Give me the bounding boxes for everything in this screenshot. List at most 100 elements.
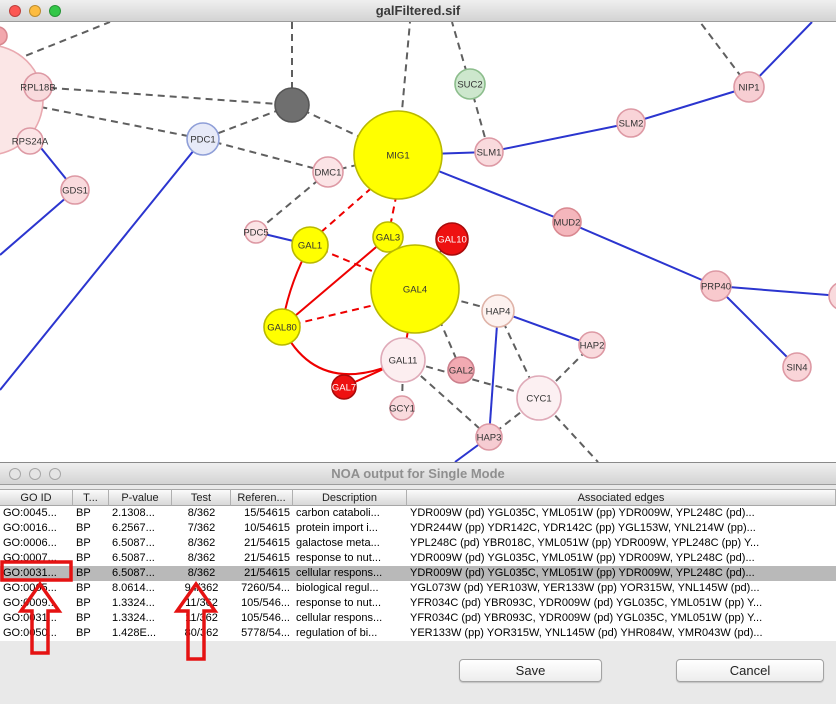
network-node-pdc1[interactable] <box>186 122 220 156</box>
network-edge[interactable] <box>715 285 836 297</box>
noa-titlebar[interactable]: NOA output for Single Mode <box>0 463 836 485</box>
minimize-button[interactable] <box>29 5 41 17</box>
node-left-top[interactable] <box>0 26 8 46</box>
network-edge[interactable] <box>14 22 111 61</box>
column-header-p-value[interactable]: P-value <box>109 489 172 506</box>
network-edge[interactable] <box>715 285 798 368</box>
network-node-hap2[interactable] <box>578 331 606 359</box>
node-label-rpl18b: RPL18B <box>20 83 55 94</box>
network-node-gal4[interactable] <box>370 244 460 334</box>
close-button[interactable] <box>9 5 21 17</box>
network-edge[interactable] <box>311 183 377 241</box>
cell-type: BP <box>76 507 91 519</box>
cell-reference: 7260/54... <box>241 582 290 594</box>
minimize-button[interactable] <box>29 468 41 480</box>
network-edge[interactable] <box>397 22 411 156</box>
node-label-cyc1: CYC1 <box>526 394 551 405</box>
column-header-reference[interactable]: Referen... <box>231 489 293 506</box>
network-node-gcy1[interactable] <box>389 395 415 421</box>
network-edge[interactable] <box>202 138 329 173</box>
network-node-mig1[interactable] <box>353 110 443 200</box>
network-node-gal3[interactable] <box>372 221 404 253</box>
node-right-edge[interactable] <box>828 282 836 310</box>
network-window-title: galFiltered.sif <box>375 3 461 18</box>
network-node-gal10[interactable] <box>435 222 469 256</box>
network-node-gds1[interactable] <box>60 175 90 205</box>
node-gray[interactable] <box>274 87 310 123</box>
column-header-description[interactable]: Description <box>293 489 407 506</box>
network-edge[interactable] <box>566 221 717 287</box>
network-node-rps24a[interactable] <box>16 127 44 155</box>
network-edge[interactable] <box>309 244 416 290</box>
zoom-button[interactable] <box>49 5 61 17</box>
network-edge[interactable] <box>0 138 204 391</box>
node-label-nip1: NIP1 <box>738 83 759 94</box>
cell-description: galactose meta... <box>296 537 380 549</box>
noa-traffic-lights <box>9 468 61 480</box>
network-edge[interactable] <box>281 236 389 328</box>
column-header-test[interactable]: Test <box>172 489 231 506</box>
cell-associated-edges: YGL073W (pd) YER103W, YER133W (pp) YOR31… <box>410 582 760 594</box>
network-node-hap4[interactable] <box>481 294 515 328</box>
cell-type: BP <box>76 537 91 549</box>
cell-type: BP <box>76 552 91 564</box>
network-node-dmc1[interactable] <box>312 156 344 188</box>
network-edge[interactable] <box>4 99 204 140</box>
cell-associated-edges: YFR034C (pd) YBR093C, YDR009W (pd) YGL03… <box>410 597 763 609</box>
network-node-gal2[interactable] <box>447 356 475 384</box>
network-node-rpl18b[interactable] <box>23 72 53 102</box>
node-label-hap2: HAP2 <box>580 341 605 352</box>
zoom-button[interactable] <box>49 468 61 480</box>
node-label-dmc1: DMC1 <box>315 168 342 179</box>
network-titlebar[interactable]: galFiltered.sif <box>0 0 836 22</box>
network-node-slm2[interactable] <box>616 108 646 138</box>
network-node-pdc5[interactable] <box>244 220 268 244</box>
network-node-gal1[interactable] <box>291 226 329 264</box>
network-edge[interactable] <box>402 359 490 438</box>
network-edge[interactable] <box>0 189 76 256</box>
network-node-prp40[interactable] <box>700 270 732 302</box>
column-header-type[interactable]: T... <box>73 489 109 506</box>
node-label-hap4: HAP4 <box>486 307 511 318</box>
network-node-slm1[interactable] <box>474 137 504 167</box>
network-edge[interactable] <box>488 122 632 153</box>
network-node-hap3[interactable] <box>475 423 503 451</box>
cell-associated-edges: YDR009W (pd) YGL035C, YML051W (pp) YDR00… <box>410 567 755 579</box>
network-node-suc2[interactable] <box>454 68 486 100</box>
cancel-button[interactable]: Cancel <box>676 659 824 682</box>
network-edge[interactable] <box>630 86 750 124</box>
cell-associated-edges: YPL248C (pd) YBR018C, YML051W (pp) YDR00… <box>410 537 760 549</box>
cell-p-value: 6.5087... <box>112 552 155 564</box>
node-label-suc2: SUC2 <box>457 80 482 91</box>
cell-go-id: GO:0009... <box>3 597 57 609</box>
network-node-gal7[interactable] <box>331 374 357 400</box>
cell-description: regulation of bi... <box>296 627 378 639</box>
network-edge[interactable] <box>488 310 499 438</box>
column-header-associated-edges[interactable]: Associated edges <box>407 489 836 506</box>
cell-go-id: GO:0065... <box>3 582 57 594</box>
network-node-cyc1[interactable] <box>516 375 562 421</box>
column-header-go-id[interactable]: GO ID <box>0 489 73 506</box>
network-node-gal11[interactable] <box>380 337 426 383</box>
save-button[interactable]: Save <box>459 659 602 682</box>
network-node-gal80[interactable] <box>263 308 301 346</box>
network-edge[interactable] <box>451 22 471 85</box>
close-button[interactable] <box>9 468 21 480</box>
network-node-sin4[interactable] <box>782 352 812 382</box>
network-node-mud2[interactable] <box>552 207 582 237</box>
cell-p-value: 1.3324... <box>112 597 155 609</box>
network-node-nip1[interactable] <box>733 71 765 103</box>
node-label-gal2: GAL2 <box>449 366 473 377</box>
network-edge[interactable] <box>37 86 293 106</box>
